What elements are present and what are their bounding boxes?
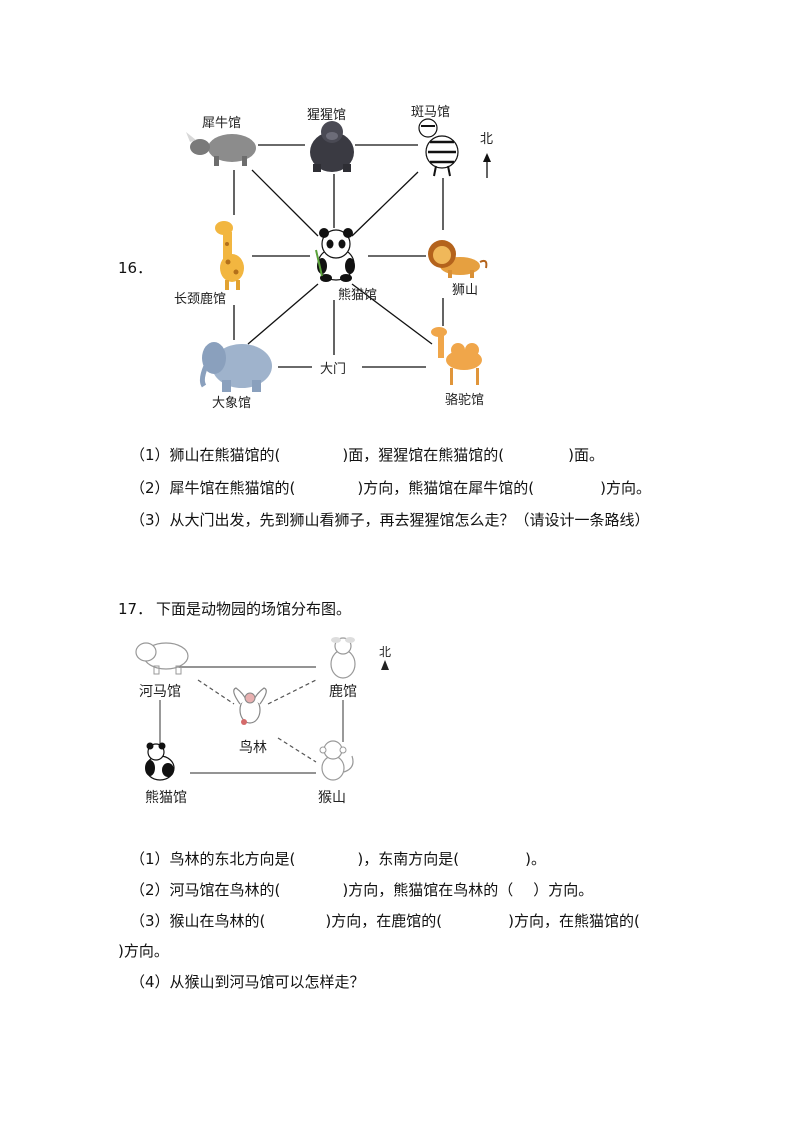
q17-panda-icon: [145, 742, 175, 781]
q17-north-label: 北: [379, 645, 392, 659]
hippo-icon: [135, 642, 189, 675]
bird-icon: [233, 687, 267, 725]
q17-question-3-cont: )方向。: [118, 942, 169, 960]
q16-question-3: （3）从大门出发，先到狮山看狮子，再去猩猩馆怎么走？（请设计一条路线）: [130, 511, 650, 529]
giraffe-house-label: 长颈鹿馆: [174, 292, 227, 307]
monkey-hill-label: 猴山: [318, 790, 346, 806]
rhino-house-label: 犀牛馆: [202, 116, 242, 131]
zebra-house-label: 斑马馆: [411, 105, 451, 120]
panda-icon: [315, 228, 355, 282]
gorilla-house-label: 猩猩馆: [307, 108, 347, 123]
panda-house-label: 熊猫馆: [338, 288, 378, 303]
gorilla-icon: [310, 121, 354, 172]
q17-intro: 下面是动物园的场馆分布图。: [156, 600, 352, 618]
q17-number: 17．: [118, 600, 153, 618]
lion-icon: [428, 240, 488, 278]
q16-north-arrow-icon: [483, 153, 491, 178]
deer-icon: [330, 637, 356, 679]
q16-number: 16．: [118, 259, 153, 277]
monkey-icon: [319, 740, 354, 781]
q16-question-1: （1）狮山在熊猫馆的()面，猩猩馆在熊猫馆的()面。: [130, 446, 604, 464]
bird-forest-label: 鸟林: [239, 740, 267, 756]
lion-hill-label: 狮山: [452, 283, 479, 298]
rhino-icon: [186, 132, 256, 166]
camel-house-label: 骆驼馆: [445, 393, 485, 408]
hippo-house-label: 河马馆: [139, 684, 181, 700]
gate-label: 大门: [320, 362, 347, 377]
q17-question-1: （1）鸟林的东北方向是()，东南方向是()。: [130, 850, 546, 868]
elephant-house-label: 大象馆: [212, 396, 252, 411]
zebra-icon: [418, 118, 459, 177]
q17-panda-house-label: 熊猫馆: [145, 790, 187, 806]
giraffe-icon: [215, 221, 244, 290]
q17-north-arrow-icon: [381, 660, 389, 670]
elephant-icon: [199, 342, 272, 392]
q17-question-4: （4）从猴山到河马馆可以怎样走？: [130, 973, 365, 991]
q17-question-2: （2）河马馆在鸟林的()方向，熊猫馆在鸟林的（）方向。: [130, 881, 594, 899]
q16-question-2: （2）犀牛馆在熊猫馆的()方向，熊猫馆在犀牛馆的()方向。: [130, 479, 651, 497]
camel-icon: [431, 327, 482, 385]
q16-north-label: 北: [480, 132, 494, 147]
deer-house-label: 鹿馆: [329, 684, 357, 700]
q17-question-3: （3）猴山在鸟林的()方向，在鹿馆的()方向，在熊猫馆的(: [130, 912, 640, 930]
